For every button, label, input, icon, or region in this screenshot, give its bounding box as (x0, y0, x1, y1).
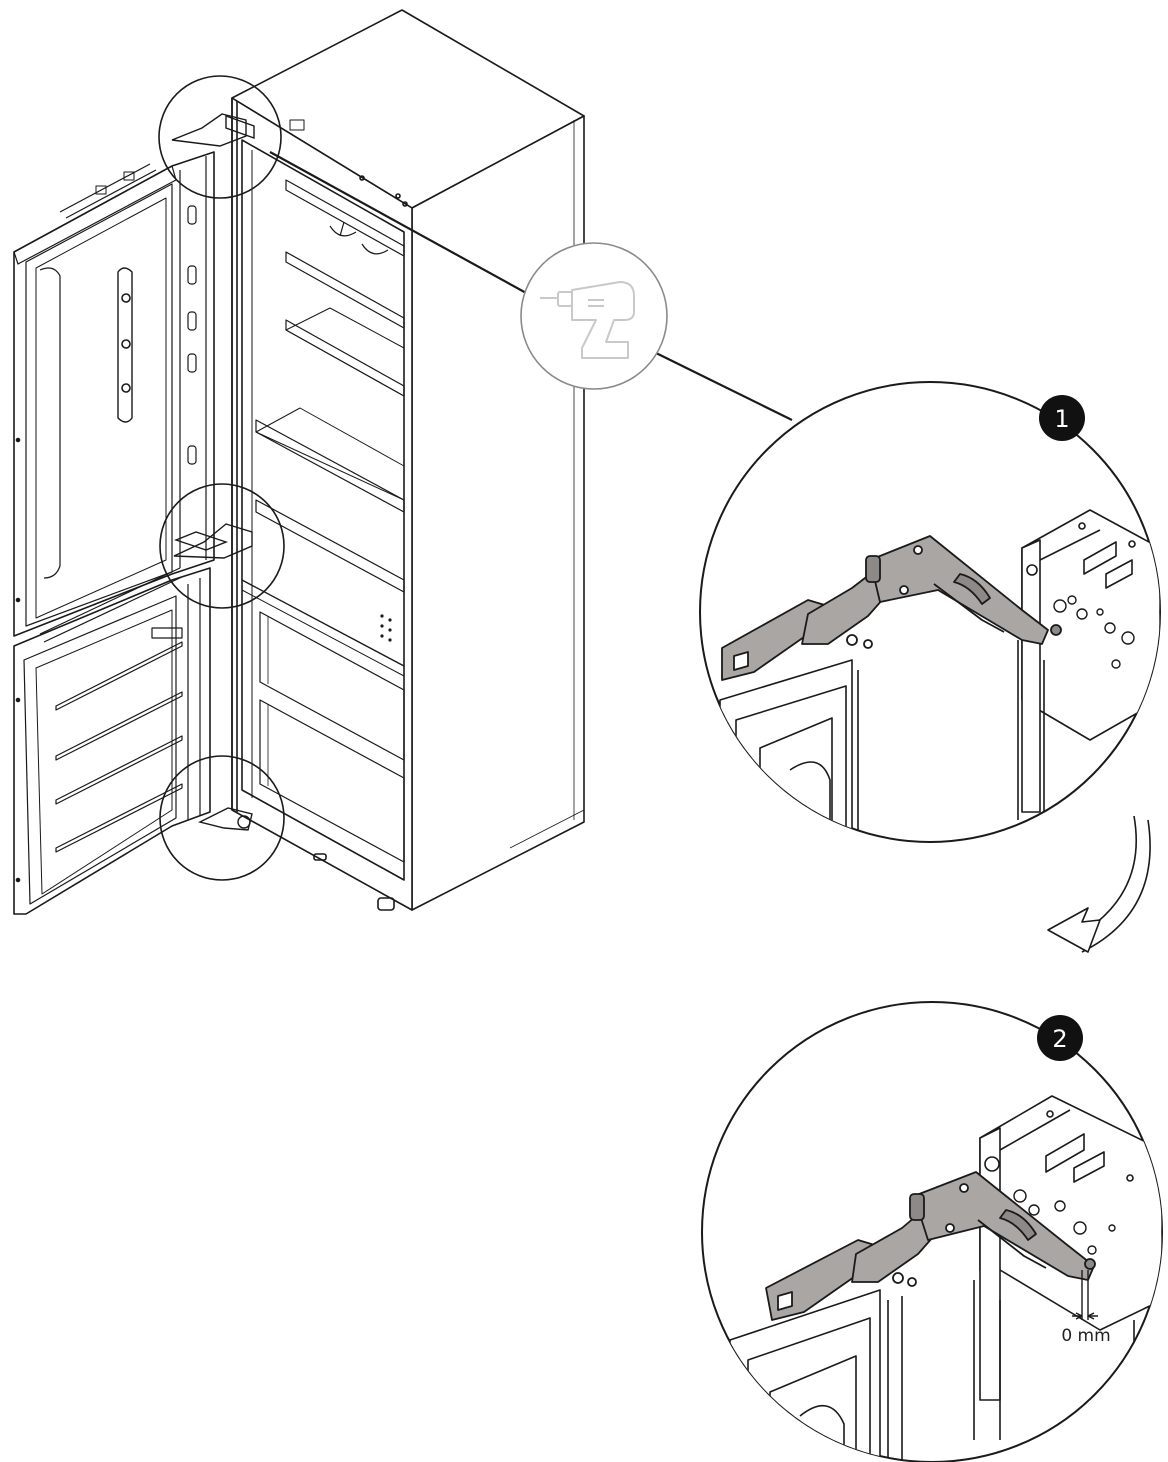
step-2-detail: 0 mm 2 (701, 1001, 1163, 1462)
cabinet-side (411, 115, 585, 911)
middle-hinge-callout (159, 483, 285, 609)
step-1-hinge (721, 535, 1062, 681)
step-1-badge (1039, 395, 1085, 441)
hinge-callouts (158, 75, 285, 881)
leader-lines (269, 151, 793, 421)
upper-door (13, 151, 215, 637)
step-1-number: 1 (1054, 405, 1069, 433)
step-2-hinge (765, 1171, 1096, 1321)
top-hinge-callout (158, 75, 282, 199)
cordless-drill-icon (540, 281, 635, 359)
cabinet-opening (241, 139, 405, 881)
zero-gap-marker (1072, 1270, 1098, 1320)
fridge-cabinet (231, 9, 585, 911)
gap-dimension-label: 0 mm (1061, 1326, 1110, 1346)
next-step-arrow (1047, 815, 1151, 953)
step-2-badge (1037, 1015, 1083, 1061)
tool-callout (520, 242, 668, 390)
bottom-hinge-callout (159, 755, 285, 881)
step-2-number: 2 (1052, 1025, 1067, 1053)
step-1-detail: 1 (699, 381, 1161, 843)
